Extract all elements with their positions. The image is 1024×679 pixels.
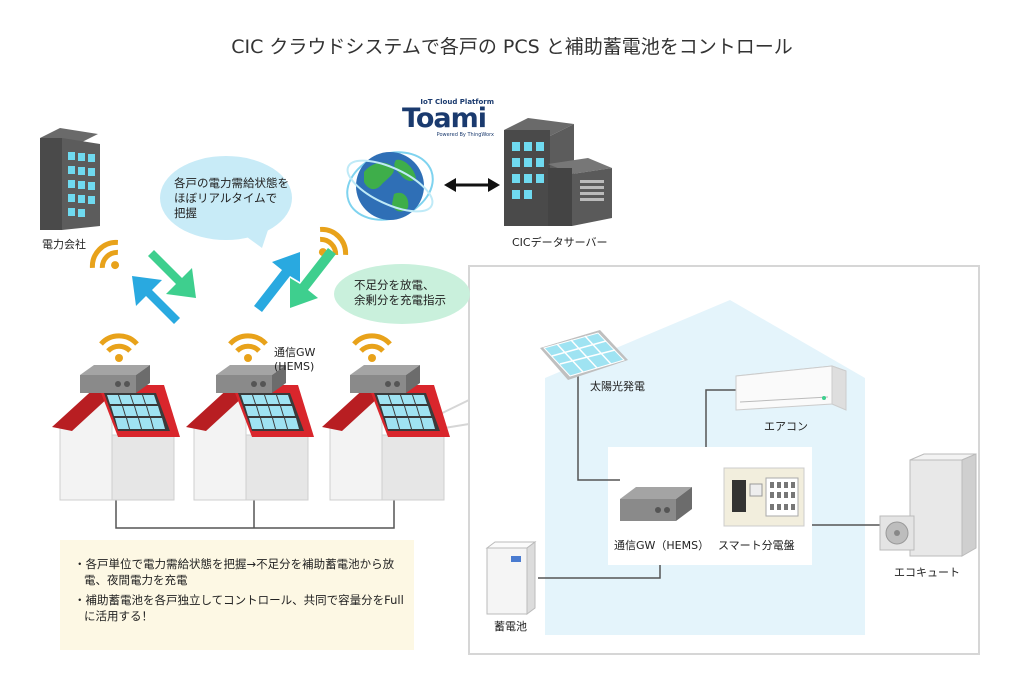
smart-panel-icon xyxy=(723,467,805,527)
instruction-bubble-text: 不足分を放電、 余剰分を充電指示 xyxy=(354,278,446,307)
arrow-blue-up-right xyxy=(254,252,300,312)
arrow-green-down-left xyxy=(290,248,336,308)
air-conditioner-icon xyxy=(735,365,847,411)
gateway-3-icon xyxy=(350,365,420,393)
power-company-building-icon xyxy=(40,128,100,230)
gateway-inside-icon xyxy=(620,487,692,521)
data-server-label: CICデータサーバー xyxy=(512,236,608,249)
note-box xyxy=(60,540,414,650)
globe-icon xyxy=(346,151,434,221)
wifi-icon xyxy=(101,336,137,362)
ecocute-icon xyxy=(879,453,977,557)
battery-label: 蓄電池 xyxy=(494,620,527,633)
smart-panel-label: スマート分電盤 xyxy=(718,539,795,552)
solar-label: 太陽光発電 xyxy=(590,380,645,393)
solar-panel-icon xyxy=(540,330,628,380)
note-list: ・各戸単位で電力需給状態を把握→不足分を補助蓄電池から放電、夜間電力を充電 ・補… xyxy=(74,556,414,628)
logo-name: Toami xyxy=(402,103,487,134)
note-item: ・各戸単位で電力需給状態を把握→不足分を補助蓄電池から放電、夜間電力を充電 xyxy=(74,557,395,587)
house-2-icon xyxy=(185,384,315,501)
arrow-green-down-right xyxy=(148,250,196,298)
storage-battery-icon xyxy=(485,541,537,615)
gateway-inside-label: 通信GW（HEMS） xyxy=(614,539,710,552)
note-item: ・補助蓄電池を各戸独立してコントロール、共同で容量分をFull に活用する！ xyxy=(74,593,404,623)
wifi-icon xyxy=(87,237,131,281)
wifi-icon xyxy=(230,336,266,362)
logo-tagline: IoT Cloud Platform xyxy=(420,98,494,106)
power-company-label: 電力会社 xyxy=(42,238,86,251)
status-bubble-text: 各戸の電力需給状態を ほぼリアルタイムで 把握 xyxy=(174,176,289,220)
house-3-icon xyxy=(321,384,451,501)
gateway-1-icon xyxy=(80,365,150,393)
double-arrow-icon xyxy=(444,178,500,192)
arrow-blue-up-left xyxy=(132,276,180,324)
instruction-bubble xyxy=(334,264,470,324)
house-1-icon xyxy=(51,384,181,501)
status-bubble xyxy=(160,156,292,248)
gateway-label: 通信GW (HEMS) xyxy=(274,346,316,373)
logo-powered: Powered By ThingWorx xyxy=(436,132,494,138)
aircon-label: エアコン xyxy=(764,420,808,433)
data-server-icon xyxy=(504,118,612,226)
wifi-icon xyxy=(354,336,390,362)
ecocute-label: エコキュート xyxy=(894,566,960,579)
page-title: CIC クラウドシステムで各戸の PCS と補助蓄電池をコントロール xyxy=(231,36,793,58)
toami-logo: IoT Cloud Platform Toami Powered By Thin… xyxy=(402,98,494,138)
